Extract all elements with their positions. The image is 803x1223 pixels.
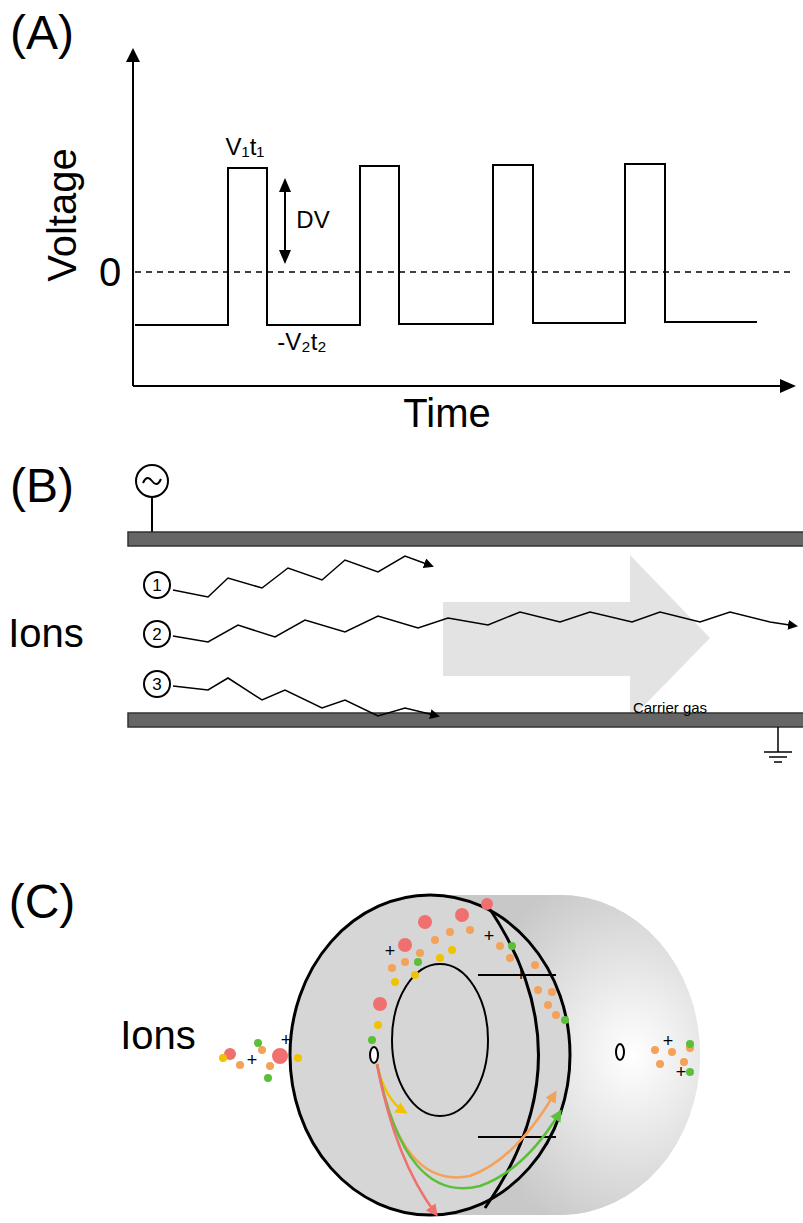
ions-label: Ions bbox=[8, 613, 84, 653]
ions-label: Ions bbox=[120, 1015, 196, 1055]
charge-sign: + bbox=[247, 1051, 258, 1069]
ion-number-circle: 1 bbox=[143, 571, 171, 599]
charge-sign: + bbox=[516, 966, 527, 984]
faims-plates bbox=[128, 465, 803, 762]
panel-letter: (A) bbox=[10, 9, 74, 57]
axis-title: Voltage bbox=[42, 148, 82, 281]
charge-sign: + bbox=[385, 942, 396, 960]
flow-label: Carrier gas bbox=[633, 700, 707, 715]
charge-sign: + bbox=[663, 1032, 674, 1050]
ion-number-circle: 3 bbox=[143, 670, 171, 698]
ion-number-circle: 2 bbox=[143, 620, 171, 648]
callout-number: 2 bbox=[152, 626, 161, 643]
charge-sign: + bbox=[281, 1031, 292, 1049]
callout-number: 1 bbox=[152, 577, 161, 594]
charge-sign: + bbox=[484, 927, 495, 945]
amplitude-label: DV bbox=[296, 208, 329, 232]
charge-sign: + bbox=[676, 1063, 687, 1081]
voltage-plot bbox=[126, 48, 796, 393]
axis-tick: 0 bbox=[99, 252, 121, 292]
ring-electrode bbox=[219, 895, 700, 1215]
level-label: V₁t₁ bbox=[226, 135, 265, 159]
axis-title: Time bbox=[403, 393, 490, 433]
panel-letter: (C) bbox=[9, 878, 76, 926]
callout-number: 3 bbox=[152, 676, 161, 693]
level-label: -V₂t₂ bbox=[277, 330, 326, 354]
panel-letter: (B) bbox=[10, 462, 74, 510]
